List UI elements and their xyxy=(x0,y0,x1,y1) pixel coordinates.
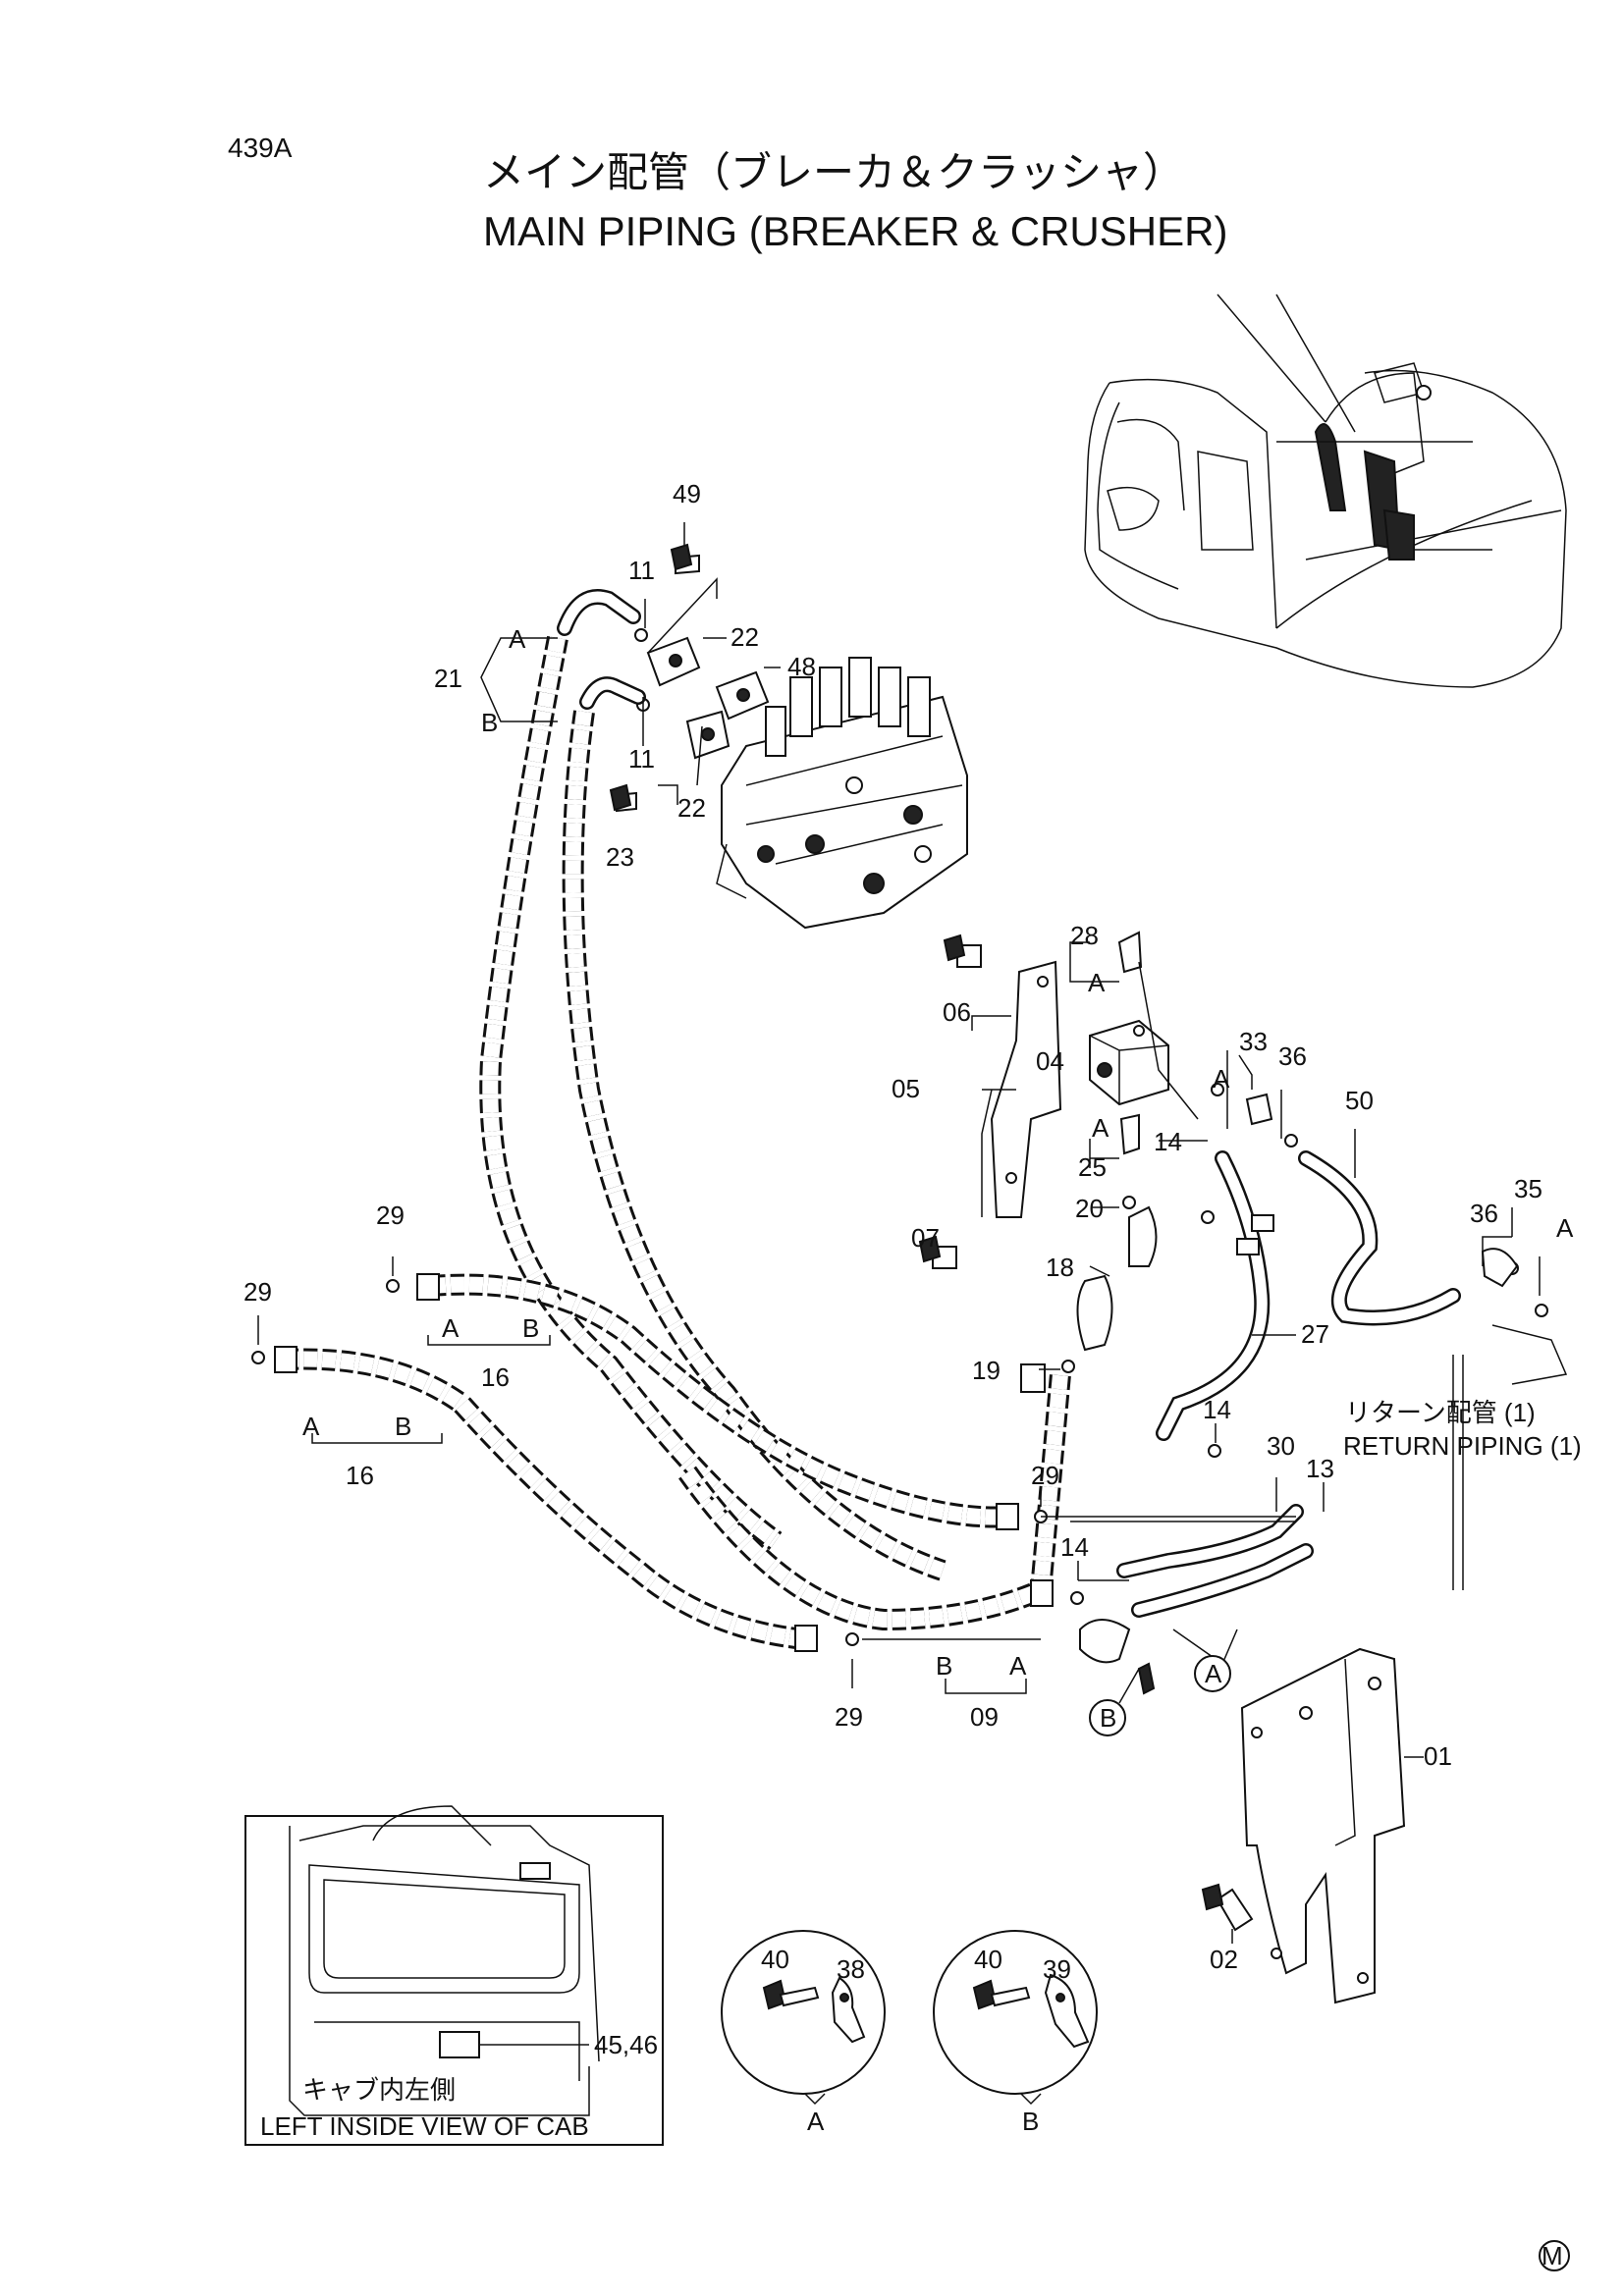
label-16a-a: A xyxy=(442,1313,460,1343)
label-13: 13 xyxy=(1306,1454,1334,1483)
label-50: 50 xyxy=(1345,1086,1374,1115)
label-33: 33 xyxy=(1239,1027,1268,1056)
label-09-a: A xyxy=(1009,1651,1027,1681)
detail-a-label: A xyxy=(807,2107,825,2136)
label-20: 20 xyxy=(1075,1194,1104,1223)
return-piping-jp: リターン配管 (1) xyxy=(1345,1398,1536,1427)
label-21-b: B xyxy=(481,708,498,737)
label-36-upper: 36 xyxy=(1278,1041,1307,1071)
bracket-01 xyxy=(1216,1647,1406,2004)
label-14-lower: 14 xyxy=(1060,1532,1089,1562)
label-39: 39 xyxy=(1043,1954,1071,1984)
part-labels: 49 11 22 48 11 22 23 21 A B 28 A 06 04 0… xyxy=(243,479,1574,2270)
label-45-46-plate xyxy=(439,2031,480,2058)
cab-view-jp: キャブ内左側 xyxy=(302,2075,456,2105)
m-mark: M xyxy=(1542,2241,1563,2270)
label-04: 04 xyxy=(1036,1046,1064,1076)
leader-lines xyxy=(257,522,1541,1944)
label-38: 38 xyxy=(837,1954,865,1984)
control-valve xyxy=(716,657,968,930)
bolts xyxy=(609,543,1224,1911)
label-16-upper: 16 xyxy=(481,1362,510,1392)
page-number: 439A xyxy=(228,133,293,163)
excavator-cab-overview xyxy=(1084,294,1567,688)
label-48: 48 xyxy=(787,652,816,681)
callout-a: A xyxy=(1205,1659,1222,1688)
m-mark-circle xyxy=(1539,2240,1570,2271)
title-japanese: メイン配管（ブレーカ＆クラッシャ） xyxy=(483,149,1184,195)
label-16b-b: B xyxy=(395,1412,411,1441)
callout-b: B xyxy=(1100,1703,1116,1733)
label-25-a: A xyxy=(1092,1113,1109,1143)
detail-b-label: B xyxy=(1022,2107,1039,2136)
hose-16 xyxy=(274,1273,1019,1652)
label-05: 05 xyxy=(892,1074,920,1103)
label-16-lower: 16 xyxy=(346,1461,374,1490)
label-18: 18 xyxy=(1046,1253,1074,1282)
pipe-27-50 xyxy=(1156,1093,1568,1590)
label-30: 30 xyxy=(1267,1431,1295,1461)
o-rings xyxy=(251,1279,1048,1646)
hose-21 xyxy=(479,589,947,1581)
label-28-a: A xyxy=(1088,968,1106,997)
label-09-b: B xyxy=(936,1651,952,1681)
label-29-b: 29 xyxy=(243,1277,272,1307)
label-16b-a: A xyxy=(302,1412,320,1441)
cab-inside-view-inset xyxy=(244,1805,664,2146)
label-22-top: 22 xyxy=(730,622,759,652)
label-33-a: A xyxy=(1213,1064,1230,1094)
label-14-upper: 14 xyxy=(1154,1127,1182,1156)
callout-b-circle xyxy=(1089,1699,1126,1736)
label-40-b: 40 xyxy=(974,1945,1002,1974)
label-14-mid: 14 xyxy=(1203,1395,1231,1424)
label-35: 35 xyxy=(1514,1174,1542,1203)
label-36-lower: 36 xyxy=(1470,1199,1498,1228)
return-piping-en: RETURN PIPING (1) xyxy=(1343,1431,1582,1461)
label-28: 28 xyxy=(1070,921,1099,950)
label-35-a: A xyxy=(1556,1213,1574,1243)
label-16a-b: B xyxy=(522,1313,539,1343)
label-06: 06 xyxy=(943,997,971,1027)
detail-b xyxy=(933,1930,1098,2106)
label-29-a: 29 xyxy=(376,1201,405,1230)
label-29-d: 29 xyxy=(835,1702,863,1732)
label-49: 49 xyxy=(673,479,701,508)
label-09: 09 xyxy=(970,1702,999,1732)
label-11-bottom: 11 xyxy=(628,744,655,774)
label-23: 23 xyxy=(606,842,634,872)
label-40-a: 40 xyxy=(761,1945,789,1974)
label-45-46: 45,46 xyxy=(594,2030,658,2059)
detail-a xyxy=(721,1930,886,2106)
label-25: 25 xyxy=(1078,1152,1107,1182)
label-11-top: 11 xyxy=(628,556,655,585)
label-01: 01 xyxy=(1424,1741,1452,1771)
label-02: 02 xyxy=(1210,1945,1238,1974)
label-22-bottom: 22 xyxy=(677,793,706,823)
hose-09 xyxy=(678,1363,1071,1631)
manifold-30 xyxy=(1070,1504,1314,1695)
label-21: 21 xyxy=(434,664,462,693)
label-29-c: 29 xyxy=(1031,1461,1059,1490)
label-21-a: A xyxy=(509,624,526,654)
title-english: MAIN PIPING (BREAKER & CRUSHER) xyxy=(483,208,1227,254)
callout-a-circle xyxy=(1194,1655,1231,1692)
cab-view-en: LEFT INSIDE VIEW OF CAB xyxy=(260,2111,589,2141)
label-27: 27 xyxy=(1301,1319,1329,1349)
valve-block-04 xyxy=(932,931,1224,1458)
label-19: 19 xyxy=(972,1356,1001,1385)
label-07: 07 xyxy=(911,1223,940,1253)
